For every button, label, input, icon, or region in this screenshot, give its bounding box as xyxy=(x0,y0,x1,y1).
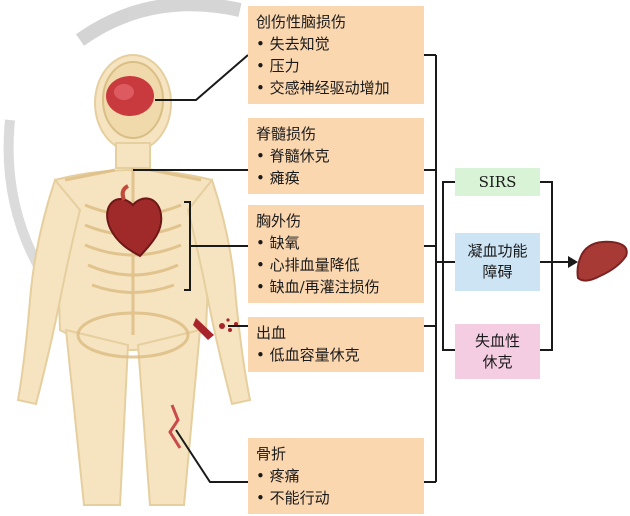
injury-title: 胸外伤 xyxy=(256,210,416,232)
injury-item: 疼痛 xyxy=(256,465,416,487)
liver-icon xyxy=(578,242,627,281)
injury-item: 低血容量休克 xyxy=(256,344,416,366)
injury-item: 心排血量降低 xyxy=(256,254,416,276)
injury-box-chest: 胸外伤 缺氧 心排血量降低 缺血/再灌注损伤 xyxy=(248,205,424,303)
injury-item: 缺血/再灌注损伤 xyxy=(256,276,416,298)
injury-item: 脊髓休克 xyxy=(256,145,416,167)
injury-box-hemorrhage: 出血 低血容量休克 xyxy=(248,317,424,372)
human-body-figure xyxy=(18,55,250,505)
injury-title: 创伤性脑损伤 xyxy=(256,11,416,33)
injury-box-spinal: 脊髓损伤 脊髓休克 瘫痪 xyxy=(248,118,424,194)
injury-item: 瘫痪 xyxy=(256,167,416,189)
injury-title: 出血 xyxy=(256,322,416,344)
injury-item: 缺氧 xyxy=(256,232,416,254)
injury-item: 失去知觉 xyxy=(256,33,416,55)
injury-title: 骨折 xyxy=(256,443,416,465)
injury-item: 压力 xyxy=(256,55,416,77)
injury-box-fracture: 骨折 疼痛 不能行动 xyxy=(248,438,424,514)
outcome-box-coagulopathy: 凝血功能 障碍 xyxy=(455,233,540,291)
injury-item: 不能行动 xyxy=(256,487,416,509)
outcome-box-hemorrhagic-shock: 失血性 休克 xyxy=(455,324,540,379)
outcome-box-sirs: SIRS xyxy=(455,168,540,196)
injury-title: 脊髓损伤 xyxy=(256,123,416,145)
injury-item: 交感神经驱动增加 xyxy=(256,77,416,99)
injury-box-brain: 创伤性脑损伤 失去知觉 压力 交感神经驱动增加 xyxy=(248,6,424,104)
